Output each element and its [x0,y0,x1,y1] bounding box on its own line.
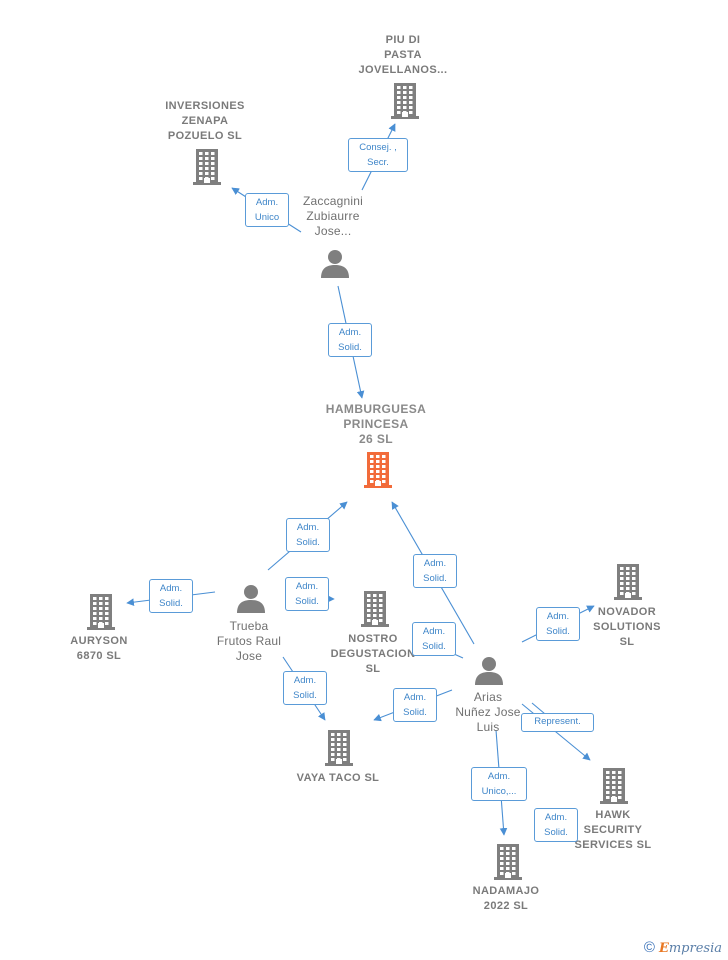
building-icon [614,564,642,600]
node-label[interactable]: NOSTRO DEGUSTACION SL [330,633,416,675]
node-label[interactable]: VAYA TACO SL [296,772,380,784]
brand-name: mpresia [668,941,722,956]
node-label[interactable]: PIU DI PASTA JOVELLANOS... [358,34,448,76]
building-icon-wrap[interactable] [193,149,221,190]
edge-label[interactable]: Adm. Solid. [413,554,457,588]
person-icon [237,585,265,613]
edge-label[interactable]: Adm. Solid. [393,688,437,722]
person-icon-wrap[interactable] [320,248,350,283]
person-icon-wrap[interactable] [236,583,266,618]
building-icon [87,594,115,630]
node-label[interactable]: INVERSIONES ZENAPA POZUELO SL [165,100,245,142]
edge-label[interactable]: Adm. Solid. [328,323,372,357]
edge-label[interactable]: Consej. , Secr. [348,138,408,172]
building-icon [494,844,522,880]
copyright-icon: © [643,939,655,956]
node-label[interactable]: Zaccagnini Zubiaurre Jose... [302,194,364,238]
building-icon [325,730,353,766]
empresia-brand[interactable]: ©Empresia [644,939,722,956]
node-label[interactable]: HAMBURGUESA PRINCESA 26 SL [325,402,427,446]
node-label[interactable]: AURYSON 6870 SL [70,635,128,662]
building-icon [193,149,221,185]
edge-label[interactable]: Adm. Solid. [285,577,329,611]
edge-label[interactable]: Adm. Unico,... [471,767,527,801]
edge-label[interactable]: Adm. Solid. [536,607,580,641]
building-icon-wrap[interactable] [361,591,389,632]
edge-label[interactable]: Represent. [521,713,594,732]
building-icon-wrap[interactable] [364,452,392,493]
node-label[interactable]: HAWK SECURITY SERVICES SL [574,809,652,851]
brand-initial: E [658,941,669,956]
person-icon-wrap[interactable] [474,655,504,690]
node-label[interactable]: Arias Nuñez Jose Luis [455,690,521,734]
building-icon [361,591,389,627]
building-icon [391,83,419,119]
building-icon [364,452,392,488]
person-icon [321,250,349,278]
node-label[interactable]: Trueba Frutos Raul Jose [216,619,282,663]
person-icon [475,657,503,685]
building-icon-wrap[interactable] [87,594,115,635]
edge-label[interactable]: Adm. Solid. [412,622,456,656]
edge-label[interactable]: Adm. Unico [245,193,289,227]
building-icon [600,768,628,804]
edge-label[interactable]: Adm. Solid. [286,518,330,552]
node-label[interactable]: NOVADOR SOLUTIONS SL [593,606,661,648]
node-label[interactable]: NADAMAJO 2022 SL [472,885,540,912]
building-icon-wrap[interactable] [325,730,353,771]
building-icon-wrap[interactable] [391,83,419,124]
building-icon-wrap[interactable] [494,844,522,885]
edge-label[interactable]: Adm. Solid. [283,671,327,705]
edge-label[interactable]: Adm. Solid. [534,808,578,842]
edge-label[interactable]: Adm. Solid. [149,579,193,613]
building-icon-wrap[interactable] [614,564,642,605]
building-icon-wrap[interactable] [600,768,628,809]
